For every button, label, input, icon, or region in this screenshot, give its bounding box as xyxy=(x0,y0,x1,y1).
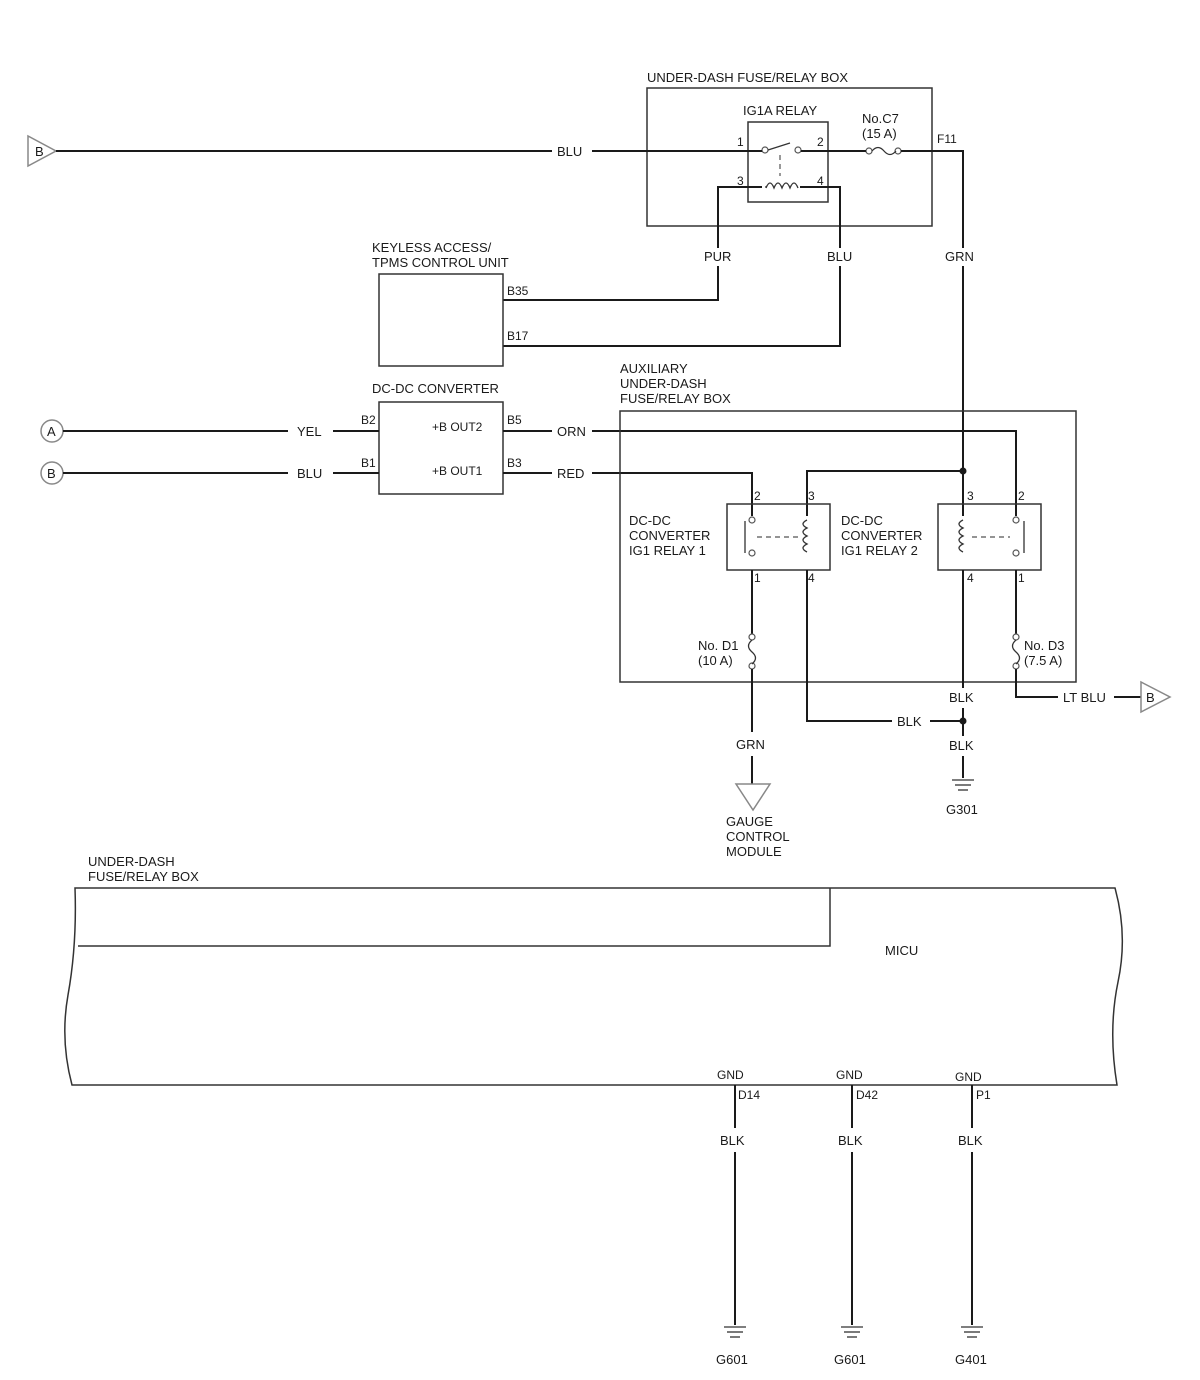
wire-yel: YEL xyxy=(297,424,322,439)
ground-g301-symbol xyxy=(952,779,974,791)
dcdc-converter-label: DC-DC CONVERTER xyxy=(372,381,499,396)
connector-b-right-arrow xyxy=(1140,680,1172,714)
ground-g601-a: G601 xyxy=(716,1352,748,1367)
fuse-c7-name: No.C7 xyxy=(862,111,899,126)
ig1a-pin-2: 2 xyxy=(817,135,824,149)
pin-b2: B2 xyxy=(361,413,376,427)
dcdc-ig1-relay-2: DC-DC CONVERTER IG1 RELAY 2 3 2 4 1 xyxy=(841,489,1042,585)
auxiliary-underdash-fuse-relay-box: AUXILIARY UNDER-DASH FUSE/RELAY BOX xyxy=(619,361,1077,683)
ground-g401: G401 xyxy=(955,1352,987,1367)
dc-dc-converter: DC-DC CONVERTER +B OUT2 +B OUT1 B2 B1 B5… xyxy=(361,381,522,495)
gnd-label-d14: GND xyxy=(717,1068,744,1082)
gnd-d42-circuit: GND D42 BLK G601 xyxy=(834,1068,878,1367)
dcdc-out2: +B OUT2 xyxy=(432,420,483,434)
micu-unit: MICU xyxy=(64,887,1124,1086)
fuse-d1-name: No. D1 xyxy=(698,638,738,653)
wire-blk-ground: BLK xyxy=(949,738,974,753)
fuse-c7-rating: (15 A) xyxy=(862,126,897,141)
keyless-access-tpms-control-unit: KEYLESS ACCESS/ TPMS CONTROL UNIT B35 B1… xyxy=(372,240,529,367)
wire-blk-p1: BLK xyxy=(958,1133,983,1148)
gauge-label-line3: MODULE xyxy=(726,844,782,859)
dcdc-ig1-relay-1: DC-DC CONVERTER IG1 RELAY 1 2 3 1 4 xyxy=(629,489,831,585)
relay2-pin-2: 2 xyxy=(1018,489,1025,503)
pin-d42: D42 xyxy=(856,1088,878,1102)
pin-f11: F11 xyxy=(937,132,957,146)
gnd-d14-circuit: GND D14 BLK G601 xyxy=(716,1068,760,1367)
relay1-label-line2: CONVERTER xyxy=(629,528,710,543)
pin-d14: D14 xyxy=(738,1088,760,1102)
gnd-p1-circuit: GND P1 BLK G401 xyxy=(955,1070,991,1367)
gauge-label-line1: GAUGE xyxy=(726,814,773,829)
gauge-label-line2: CONTROL xyxy=(726,829,790,844)
wire-pur: PUR xyxy=(704,249,731,264)
underdash-bottom-label-line2: FUSE/RELAY BOX xyxy=(88,869,199,884)
connector-b-top-arrow xyxy=(27,134,58,168)
fuse-d1: No. D1 (10 A) xyxy=(698,633,757,670)
gnd-label-d42: GND xyxy=(836,1068,863,1082)
wire-blu-left: BLU xyxy=(297,466,322,481)
wire-blk-mid: BLK xyxy=(897,714,922,729)
aux-label-line3: FUSE/RELAY BOX xyxy=(620,391,731,406)
relay1-pin-2: 2 xyxy=(754,489,761,503)
relay1-label-line3: IG1 RELAY 1 xyxy=(629,543,706,558)
relay2-label-line3: IG1 RELAY 2 xyxy=(841,543,918,558)
fuse-d3-rating: (7.5 A) xyxy=(1024,653,1062,668)
pin-b3: B3 xyxy=(507,456,522,470)
wire-blk-d14: BLK xyxy=(720,1133,745,1148)
wire-grn-gauge: GRN xyxy=(736,737,765,752)
keyless-label-line2: TPMS CONTROL UNIT xyxy=(372,255,509,270)
ig1a-relay-label: IG1A RELAY xyxy=(743,103,818,118)
gnd-label-p1: GND xyxy=(955,1070,982,1084)
relay1-pin-4: 4 xyxy=(808,571,815,585)
keyless-label-line1: KEYLESS ACCESS/ xyxy=(372,240,492,255)
splice-blk xyxy=(959,717,967,725)
connector-a-label: A xyxy=(47,424,56,439)
underdash-box-top-title: UNDER-DASH FUSE/RELAY BOX xyxy=(647,70,848,85)
underdash-bottom-label-line1: UNDER-DASH xyxy=(88,854,175,869)
relay2-label-line1: DC-DC xyxy=(841,513,883,528)
pin-b5: B5 xyxy=(507,413,522,427)
gauge-arrow xyxy=(734,783,772,812)
connector-b-top-label: B xyxy=(35,144,44,159)
ground-g301-label: G301 xyxy=(946,802,978,817)
ig1a-pin-3: 3 xyxy=(737,174,744,188)
relay2-label-line2: CONVERTER xyxy=(841,528,922,543)
dcdc-out1: +B OUT1 xyxy=(432,464,483,478)
wire-grn-f11: GRN xyxy=(945,249,974,264)
fuse-c7: No.C7 (15 A) F11 xyxy=(862,111,957,156)
wire-blu-relay: BLU xyxy=(827,249,852,264)
wire-blu-top: BLU xyxy=(557,144,582,159)
fuse-d3-name: No. D3 xyxy=(1024,638,1064,653)
relay1-label-line1: DC-DC xyxy=(629,513,671,528)
micu-label: MICU xyxy=(885,943,918,958)
aux-label-line1: AUXILIARY xyxy=(620,361,688,376)
wire-orn: ORN xyxy=(557,424,586,439)
ig1a-pin-1: 1 xyxy=(737,135,744,149)
relay2-pin-3: 3 xyxy=(967,489,974,503)
wire-blk-relay2: BLK xyxy=(949,690,974,705)
relay1-pin-3: 3 xyxy=(808,489,815,503)
relay1-pin-1: 1 xyxy=(754,571,761,585)
pin-b17: B17 xyxy=(507,329,529,343)
relay2-pin-4: 4 xyxy=(967,571,974,585)
wire-blk-d42: BLK xyxy=(838,1133,863,1148)
fuse-d1-rating: (10 A) xyxy=(698,653,733,668)
connector-b-right-label: B xyxy=(1146,690,1155,705)
pin-b35: B35 xyxy=(507,284,529,298)
relay2-pin-1: 1 xyxy=(1018,571,1025,585)
aux-label-line2: UNDER-DASH xyxy=(620,376,707,391)
wire-lt-blu: LT BLU xyxy=(1063,690,1106,705)
pin-b1: B1 xyxy=(361,456,376,470)
ig1a-pin-4: 4 xyxy=(817,174,824,188)
wire-red: RED xyxy=(557,466,584,481)
fuse-d3: No. D3 (7.5 A) xyxy=(1011,633,1064,670)
connector-b-left-label: B xyxy=(47,466,56,481)
pin-p1: P1 xyxy=(976,1088,991,1102)
ground-g601-b: G601 xyxy=(834,1352,866,1367)
underdash-fuse-relay-box-top: UNDER-DASH FUSE/RELAY BOX xyxy=(646,70,933,227)
